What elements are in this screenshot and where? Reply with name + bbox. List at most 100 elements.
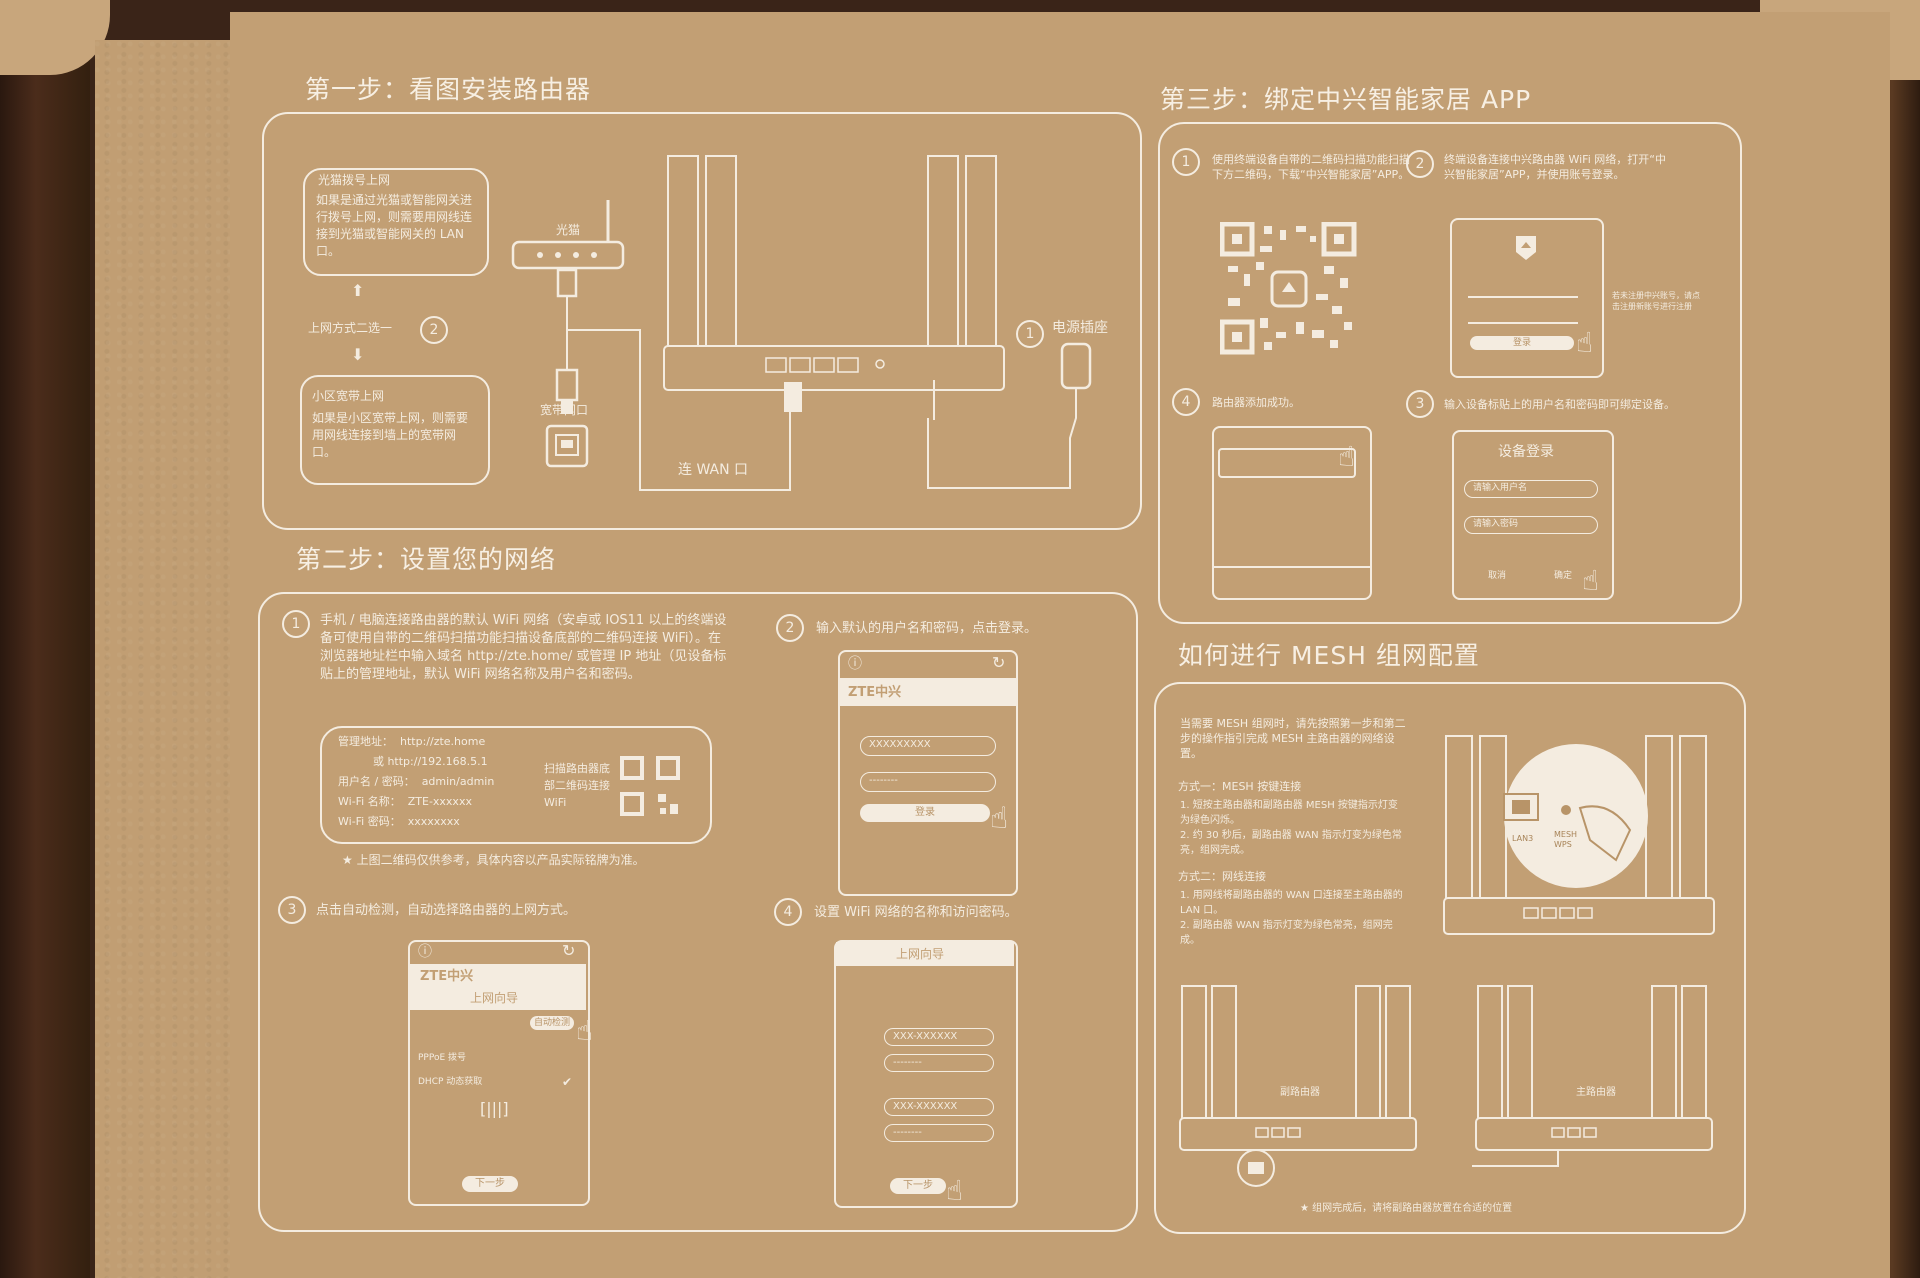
wooden-table-left: [0, 0, 90, 1278]
phone4-ssid-24g[interactable]: XXX-XXXXXX: [884, 1028, 994, 1046]
power-label: 电源插座: [1052, 320, 1108, 336]
check-icon: ✔: [562, 1075, 573, 1089]
label-line: 用户名 / 密码： admin/admin: [338, 775, 495, 788]
step2-num-2: 2: [776, 614, 804, 642]
phone3-auto-detect-button[interactable]: 自动检测: [530, 1016, 574, 1030]
step2-heading: 第二步：设置您的网络: [296, 545, 557, 574]
app-field-line: [1468, 296, 1578, 298]
device-cancel-button[interactable]: 取消: [1488, 571, 1507, 581]
phone4-pw-24g[interactable]: --------: [884, 1054, 994, 1072]
choose-label: 上网方式二选一: [308, 321, 393, 335]
step3-text-3: 输入设备标贴上的用户名和密码即可绑定设备。: [1444, 398, 1675, 411]
phone2-username-field[interactable]: XXXXXXXXX: [860, 736, 996, 756]
app-login-button[interactable]: 登录: [1470, 336, 1574, 350]
step3-text-1: 使用终端设备自带的二维码扫描功能扫描下方二维码，下载“中兴智能家居”APP。: [1212, 153, 1410, 181]
broadband-bubble: [300, 375, 490, 485]
phone3-next-button[interactable]: 下一步: [462, 1176, 518, 1192]
fiber-text: 如果是通过光猫或智能网关进行拨号上网，则需要用网线连接到光猫或智能网关的 LAN…: [316, 193, 473, 258]
router-added-mockup: [1212, 426, 1372, 600]
qr-note: ★ 上图二维码仅供参考，具体内容以产品实际铭牌为准。: [342, 853, 645, 867]
wall-port-icon: [545, 424, 589, 468]
phone2-password-field[interactable]: --------: [860, 772, 996, 792]
wifi-icon: [|||]: [480, 1099, 509, 1118]
step3-heading: 第三步：绑定中兴智能家居 APP: [1160, 85, 1532, 114]
app-login-mockup: [1450, 218, 1604, 378]
phone3-row-pppoe: PPPoE 拨号: [418, 1053, 467, 1063]
device-user-field[interactable]: 请输入用户名: [1464, 480, 1598, 498]
main-router-illustration: [1472, 985, 1713, 1167]
phone4-next-button[interactable]: 下一步: [890, 1178, 946, 1194]
phone4-pw-5g[interactable]: --------: [884, 1124, 994, 1142]
up-arrow: ⬆: [351, 281, 365, 300]
fiber-title: 光猫拨号上网: [318, 173, 391, 187]
phone3-brand-bar: [410, 964, 586, 1010]
modem-label: 光猫: [556, 223, 581, 237]
mesh-router-rear: [1443, 735, 1715, 935]
mesh-method2-title: 方式二：网线连接: [1178, 870, 1266, 883]
phone2-brand-bar: [840, 678, 1016, 706]
phone-login-mockup: [838, 650, 1018, 896]
device-pw-field[interactable]: 请输入密码: [1464, 516, 1598, 534]
step1-heading: 第一步：看图安装路由器: [305, 75, 592, 104]
hand-pointer-icon: ☝: [1576, 326, 1594, 359]
mesh-heading: 如何进行 MESH 组网配置: [1178, 641, 1480, 670]
device-confirm-button[interactable]: 确定: [1554, 571, 1573, 581]
phone3-title: 上网向导: [470, 991, 519, 1005]
device-login-mockup: [1452, 430, 1614, 600]
wall-port-label: 宽带网口: [540, 403, 589, 417]
mesh-intro: 当需要 MESH 组网时，请先按照第一步和第二步的操作指引完成 MESH 主路由…: [1180, 717, 1406, 760]
step1-num-1: 1: [1016, 320, 1044, 348]
phone3-brand: ZTE中兴: [420, 969, 474, 984]
step3-panel: [1158, 122, 1742, 624]
step2-num-1: 1: [282, 610, 310, 638]
phone-wifi-mockup: [834, 940, 1018, 1208]
app-field-line: [1468, 322, 1578, 324]
box-inner-panel: [230, 12, 1890, 1278]
info-icon: ⓘ: [848, 656, 862, 672]
hand-pointer-icon: ☝: [576, 1014, 594, 1047]
phone-wizard-mockup: [408, 940, 590, 1206]
hand-pointer-icon: ☝: [990, 801, 1009, 836]
app-logo-icon: [1516, 236, 1536, 260]
qr-label: 扫描路由器底部二维码连接 WiFi: [544, 762, 610, 809]
wan-label: 连 WAN 口: [678, 462, 749, 478]
sub-router-label: 副路由器: [1280, 1087, 1320, 1098]
phone2-login-button[interactable]: 登录: [860, 804, 990, 822]
step1-num-2: 2: [420, 316, 448, 344]
step3-num-4: 4: [1172, 388, 1200, 416]
step3-num-2: 2: [1406, 150, 1434, 178]
mesh-method2-text: 1. 用网线将副路由器的 WAN 口连接至主路由器的 LAN 口。 2. 副路由…: [1180, 890, 1403, 946]
cable-to-wan: [566, 300, 791, 491]
step3-num-1: 1: [1172, 148, 1200, 176]
step3-num-3: 3: [1406, 390, 1434, 418]
router-card: [1218, 448, 1356, 478]
mesh-method1-title: 方式一：MESH 按键连接: [1178, 780, 1302, 793]
modem-icon: [511, 200, 625, 308]
hand-pointer-icon: ☝: [1582, 564, 1600, 597]
hand-pointer-icon: ☝: [946, 1174, 964, 1207]
phone4-title: 上网向导: [896, 947, 945, 961]
step3-text-4: 路由器添加成功。: [1212, 396, 1300, 409]
broadband-text: 如果是小区宽带上网，则需要用网线连接到墙上的宽带网口。: [312, 411, 469, 459]
device-login-title: 设备登录: [1498, 444, 1554, 460]
label-line: Wi-Fi 密码： xxxxxxxx: [338, 815, 460, 828]
refresh-icon: ↻: [562, 941, 576, 960]
phone4-ssid-5g[interactable]: XXX-XXXXXX: [884, 1098, 994, 1116]
step2-num-4: 4: [774, 898, 802, 926]
mesh-panel: [1154, 682, 1746, 1234]
main-router-label: 主路由器: [1576, 1087, 1616, 1098]
broadband-title: 小区宽带上网: [312, 389, 385, 403]
step2-panel: [258, 592, 1138, 1232]
label-box: [320, 726, 712, 844]
step3-text-2: 终端设备连接中兴路由器 WiFi 网络，打开“中兴智能家居”APP，并使用账号登…: [1444, 153, 1666, 181]
hand-pointer-icon: ☝: [1338, 440, 1356, 473]
sub-router-illustration: [1179, 985, 1417, 1187]
mesh-method1-text: 1. 短按主路由器和副路由器 MESH 按键指示灯变为绿色闪烁。 2. 约 30…: [1180, 800, 1402, 856]
router-rear-illustration: [663, 155, 1005, 420]
step2-num-3: 3: [278, 896, 306, 924]
step1-panel: [262, 112, 1142, 530]
label-line: 管理地址： http://zte.home: [338, 735, 486, 748]
mesh-wps-label: MESH WPS: [1554, 830, 1578, 849]
refresh-icon: ↻: [992, 653, 1006, 672]
phone4-title-bar: [836, 942, 1014, 966]
